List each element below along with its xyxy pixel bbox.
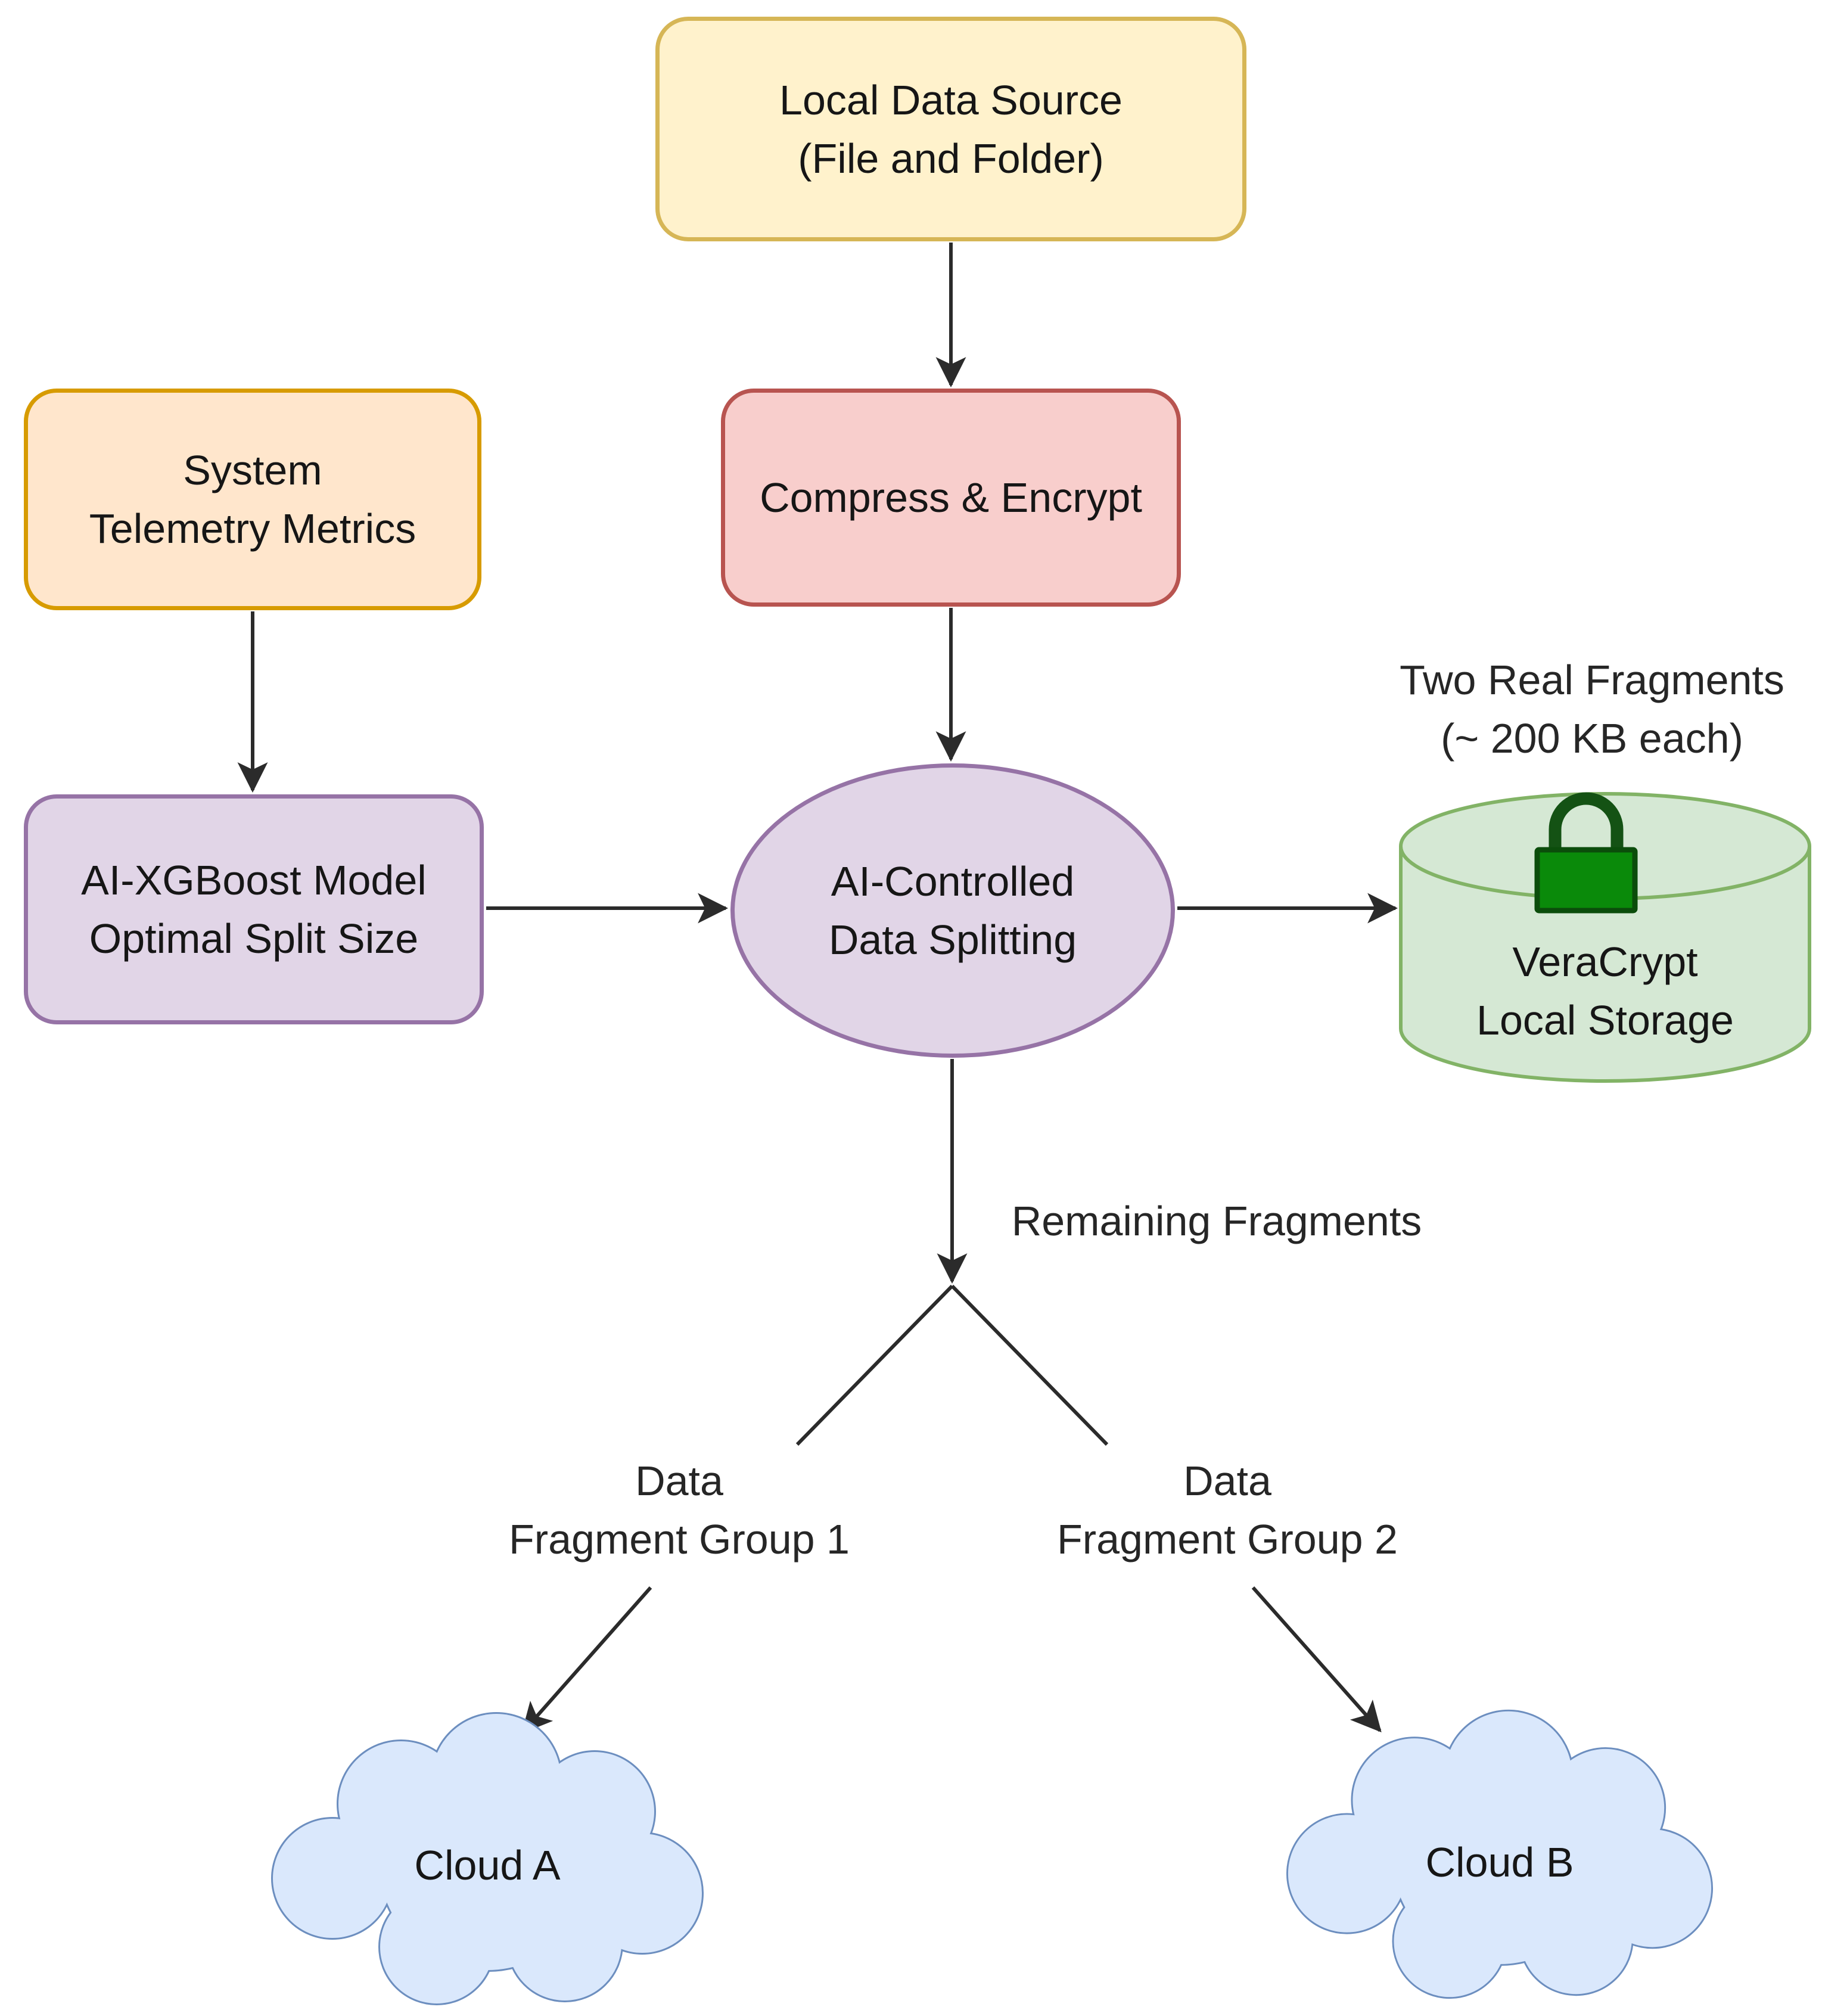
node-veracrypt-line2: Local Storage [1476, 997, 1734, 1043]
branch-line-left [795, 1284, 954, 1446]
node-compress-encrypt: Compress & Encrypt [721, 389, 1181, 607]
node-system-telemetry-line1: System [183, 447, 322, 493]
node-veracrypt-line1: VeraCrypt [1512, 939, 1698, 985]
branch-line-right [950, 1284, 1109, 1446]
node-data-splitting-line2: Data Splitting [828, 917, 1077, 963]
node-compress-encrypt-label: Compress & Encrypt [760, 474, 1142, 521]
node-local-data-source-line1: Local Data Source [779, 76, 1123, 123]
group1-line2: Fragment Group 1 [509, 1516, 850, 1563]
node-local-data-source: Local Data Source (File and Folder) [655, 17, 1246, 241]
two-real-fragments-line2: (~ 200 KB each) [1441, 715, 1743, 762]
group1-line1: Data [635, 1458, 723, 1504]
cloud-fill [273, 1714, 702, 2003]
remaining-fragments-label: Remaining Fragments [1011, 1198, 1422, 1244]
node-cloud-b-label: Cloud B [1425, 1839, 1574, 1885]
node-system-telemetry: System Telemetry Metrics [24, 389, 481, 610]
node-veracrypt-label: VeraCrypt Local Storage [1405, 922, 1805, 1060]
node-cloud-b-shape [1286, 1709, 1714, 1999]
cylinder-shape [1399, 792, 1811, 1083]
node-local-data-source-line2: (File and Folder) [798, 135, 1104, 182]
node-data-splitting: AI-Controlled Data Splitting [730, 763, 1175, 1058]
two-real-fragments-label: Two Real Fragments (~ 200 KB each) [1366, 651, 1818, 768]
node-xgboost-line1: AI-XGBoost Model [81, 857, 427, 903]
node-cloud-a-label: Cloud A [414, 1842, 561, 1888]
two-real-fragments-line1: Two Real Fragments [1400, 657, 1784, 703]
lock-icon [1534, 792, 1638, 914]
cloud-fill [1288, 1711, 1712, 1998]
group1-label: Data Fragment Group 1 [471, 1452, 888, 1568]
node-xgboost: AI-XGBoost Model Optimal Split Size [24, 794, 484, 1024]
group2-line1: Data [1183, 1458, 1271, 1504]
group2-label: Data Fragment Group 2 [1019, 1452, 1436, 1568]
group2-line2: Fragment Group 2 [1057, 1516, 1398, 1563]
node-data-splitting-line1: AI-Controlled [831, 858, 1075, 905]
node-xgboost-line2: Optimal Split Size [89, 915, 419, 962]
node-system-telemetry-line2: Telemetry Metrics [89, 505, 416, 552]
node-veracrypt-cylinder [1399, 792, 1811, 1083]
node-cloud-a-shape [271, 1712, 704, 2005]
